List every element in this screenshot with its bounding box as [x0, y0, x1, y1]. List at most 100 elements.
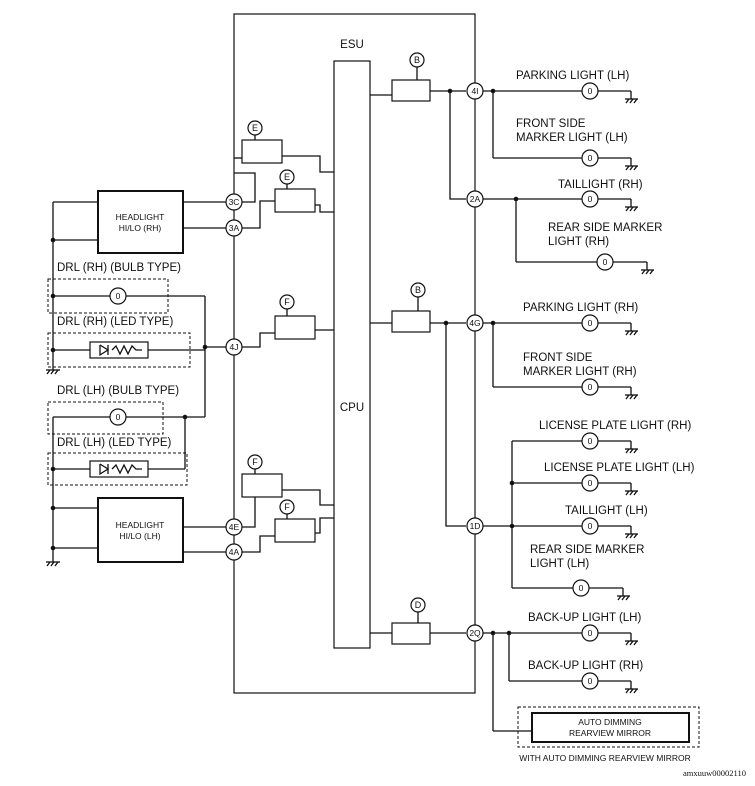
- backup-light-rh-label: BACK-UP LIGHT (RH): [528, 660, 643, 672]
- svg-text:4E: 4E: [229, 522, 240, 532]
- driver-b2: [391, 310, 431, 333]
- mirror-note: WITH AUTO DIMMING REARVIEW MIRROR: [519, 753, 691, 763]
- svg-text:AUTO DIMMING: AUTO DIMMING: [578, 717, 642, 727]
- svg-text:1D: 1D: [470, 521, 481, 531]
- driver-d1: [391, 622, 431, 645]
- svg-text:3C: 3C: [229, 197, 240, 207]
- ground-icons: [617, 91, 654, 694]
- svg-text:HEADLIGHT: HEADLIGHT: [116, 520, 165, 530]
- svg-text:HI/LO (LH): HI/LO (LH): [119, 531, 160, 541]
- svg-text:3A: 3A: [229, 223, 240, 233]
- svg-text:0: 0: [588, 153, 593, 163]
- driver-b2-letter: B: [415, 285, 421, 295]
- backup-light-lh-label: BACK-UP LIGHT (LH): [528, 612, 641, 624]
- bulb-icon: 0: [596, 253, 614, 271]
- bulb-icon: 0: [581, 149, 599, 167]
- svg-text:2Q: 2Q: [469, 628, 481, 638]
- rear-marker-rh-label-1: REAR SIDE MARKER: [548, 222, 662, 234]
- bulb-icon: 0: [581, 517, 599, 535]
- svg-text:HEADLIGHT: HEADLIGHT: [116, 212, 165, 222]
- svg-text:0: 0: [588, 382, 593, 392]
- esu-label: ESU: [340, 39, 364, 51]
- driver-f1-letter: F: [284, 297, 290, 307]
- drl-rh-led-option: [47, 332, 191, 368]
- svg-text:0: 0: [116, 291, 121, 301]
- bulb-icon: 0: [572, 579, 590, 597]
- ground-icon: [625, 526, 638, 539]
- svg-text:0: 0: [588, 521, 593, 531]
- ground-icon: [641, 262, 654, 275]
- svg-text:4J: 4J: [230, 342, 239, 352]
- svg-text:0: 0: [603, 257, 608, 267]
- cpu-label: CPU: [340, 402, 364, 414]
- driver-e2-letter: E: [284, 172, 290, 182]
- cpu-block: [333, 60, 371, 649]
- bulb-icon: 0: [581, 432, 599, 450]
- front-marker-lh-label-2: MARKER LIGHT (LH): [516, 132, 628, 144]
- svg-text:0: 0: [588, 436, 593, 446]
- bulb-icon: 0: [581, 314, 599, 332]
- license-plate-rh-label: LICENSE PLATE LIGHT (RH): [539, 420, 691, 432]
- parking-light-rh-label: PARKING LIGHT (RH): [523, 302, 638, 314]
- driver-f2: [241, 473, 283, 498]
- svg-text:4G: 4G: [469, 318, 480, 328]
- front-marker-lh-label-1: FRONT SIDE: [516, 118, 586, 130]
- driver-f1: [274, 315, 316, 340]
- svg-text:0: 0: [588, 628, 593, 638]
- svg-text:0: 0: [588, 478, 593, 488]
- ground-icon: [625, 441, 638, 454]
- bulb-icon: 0: [581, 82, 599, 100]
- bulb-icon: 0: [581, 672, 599, 690]
- ground-icon: [625, 199, 638, 212]
- drl-lh-bulb-icon: 0: [109, 408, 127, 426]
- svg-text:0: 0: [588, 676, 593, 686]
- svg-text:HI/LO (RH): HI/LO (RH): [119, 223, 162, 233]
- ground-icon: [625, 387, 638, 400]
- drl-lh-led-icon: [89, 460, 149, 478]
- license-plate-lh-label: LICENSE PLATE LIGHT (LH): [544, 462, 695, 474]
- taillight-rh-label: TAILLIGHT (RH): [558, 179, 643, 191]
- ground-icon: [46, 369, 60, 375]
- headlight-lh: [97, 497, 184, 563]
- drl-lh-led-label: DRL (LH) (LED TYPE): [57, 437, 172, 449]
- drl-rh-led-label: DRL (RH) (LED TYPE): [57, 316, 173, 328]
- ground-icon: [625, 483, 638, 496]
- drl-lh-led-option: [47, 452, 188, 486]
- rear-marker-lh-label-1: REAR SIDE MARKER: [530, 544, 644, 556]
- drl-lh-bulb-option: [47, 401, 164, 435]
- rear-marker-rh-label-2: LIGHT (RH): [548, 236, 609, 248]
- parking-light-lh-label: PARKING LIGHT (LH): [516, 70, 629, 82]
- driver-f3: [274, 518, 316, 543]
- ground-icon: [625, 681, 638, 694]
- bulb-icon: 0: [581, 624, 599, 642]
- drl-rh-bulb-icon: 0: [109, 287, 127, 305]
- ground-icon: [625, 158, 638, 171]
- svg-text:0: 0: [116, 412, 121, 422]
- drl-rh-led-icon: [89, 341, 149, 359]
- driver-f2-letter: F: [252, 457, 258, 467]
- driver-e1: [241, 139, 283, 164]
- svg-text:0: 0: [588, 194, 593, 204]
- front-marker-rh-label-1: FRONT SIDE: [523, 352, 593, 364]
- rear-marker-lh-label-2: LIGHT (LH): [530, 558, 589, 570]
- svg-text:4I: 4I: [471, 86, 478, 96]
- driver-f3-letter: F: [284, 502, 290, 512]
- drl-rh-bulb-label: DRL (RH) (BULB TYPE): [57, 262, 181, 274]
- front-marker-rh-label-2: MARKER LIGHT (RH): [523, 366, 637, 378]
- ground-icon: [46, 561, 60, 567]
- driver-b1: [391, 79, 431, 102]
- ground-icon: [617, 588, 630, 601]
- bulb-icon: 0: [581, 190, 599, 208]
- ground-icon: [625, 323, 638, 336]
- driver-e2: [274, 188, 316, 213]
- driver-d1-letter: D: [415, 600, 422, 610]
- ground-icon: [625, 91, 638, 104]
- svg-text:4A: 4A: [229, 547, 240, 557]
- figure-code: amxuuw00002110: [683, 768, 746, 778]
- driver-e1-letter: E: [252, 123, 258, 133]
- taillight-lh-label: TAILLIGHT (LH): [565, 505, 648, 517]
- drl-lh-bulb-label: DRL (LH) (BULB TYPE): [57, 385, 179, 397]
- svg-text:REARVIEW MIRROR: REARVIEW MIRROR: [569, 728, 651, 738]
- driver-b1-letter: B: [414, 55, 420, 65]
